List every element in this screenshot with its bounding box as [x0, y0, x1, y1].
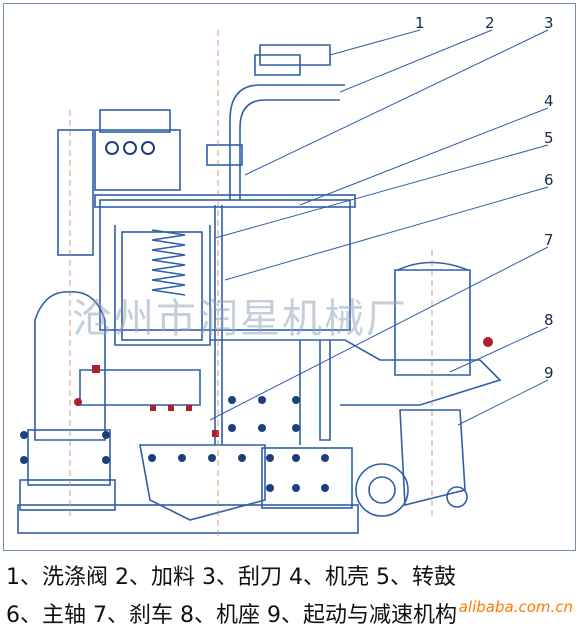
- reducer-body: [399, 409, 466, 507]
- motor-cap: [397, 261, 469, 271]
- base-plate: [17, 504, 359, 534]
- bottom-chamber: [139, 444, 266, 521]
- rivets: [20, 141, 329, 492]
- brake-guard: [319, 340, 331, 441]
- red-accents: [74, 337, 493, 437]
- watermark: 沧州市润星机械厂: [72, 296, 408, 342]
- legend-row-1: 1、洗涤阀 2、加料 3、刮刀 4、机壳 5、转鼓: [6, 565, 456, 590]
- bottom-wheel: [355, 463, 409, 517]
- casing-top-plate: [94, 194, 356, 208]
- callout-9: 9: [544, 364, 554, 382]
- top-fitting: [254, 54, 301, 76]
- brake-arm: [79, 369, 201, 406]
- callout-3: 3: [544, 14, 554, 32]
- center-lines: [69, 30, 433, 540]
- callout-2: 2: [485, 14, 495, 32]
- motor-housing: [394, 269, 471, 376]
- lower-cone: [210, 339, 502, 406]
- base-block-left: [19, 479, 116, 511]
- leader-lines: [209, 29, 549, 426]
- feed-pipe-2: [239, 99, 340, 200]
- callout-5: 5: [544, 129, 554, 147]
- valve-top: [99, 109, 171, 133]
- feed-pipe-1: [229, 84, 345, 200]
- site-watermark: alibaba.com.cn: [458, 598, 573, 616]
- left-column: [34, 291, 106, 441]
- callout-6: 6: [544, 171, 554, 189]
- diagram-frame: [3, 3, 576, 551]
- drum: [114, 225, 211, 346]
- mid-fitting: [206, 144, 243, 166]
- callout-4: 4: [544, 92, 554, 110]
- legend-row-2: 6、主轴 7、刹车 8、机座 9、起动与减速机构: [6, 603, 457, 628]
- base-block-right: [261, 447, 353, 509]
- callout-8: 8: [544, 311, 554, 329]
- callout-7: 7: [544, 231, 554, 249]
- spring-stack: [151, 229, 186, 296]
- top-fitting-2: [259, 44, 331, 66]
- left-column-base: [27, 429, 111, 486]
- reducer-shaft: [446, 486, 468, 508]
- left-cylinder: [57, 129, 94, 256]
- valve-block: [94, 129, 181, 191]
- callout-1: 1: [415, 14, 425, 32]
- bottom-wheel-hub: [368, 476, 396, 504]
- upper-casing: [99, 199, 351, 331]
